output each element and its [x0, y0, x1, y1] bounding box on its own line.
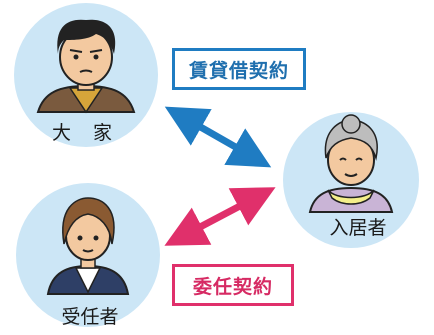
landlord-label: 大 家	[51, 122, 121, 144]
elderly-woman-portrait-icon	[308, 114, 394, 213]
lease-arrow	[164, 106, 272, 168]
entrust-contract-label: 委任契約	[172, 264, 294, 306]
trustee-label: 受任者	[61, 306, 119, 328]
lease-contract-label: 賃貸借契約	[172, 48, 306, 90]
entrust-arrow	[164, 187, 276, 246]
man-portrait-icon	[36, 19, 136, 114]
resident-label: 入居者	[329, 217, 387, 239]
woman-portrait-icon	[46, 197, 130, 295]
